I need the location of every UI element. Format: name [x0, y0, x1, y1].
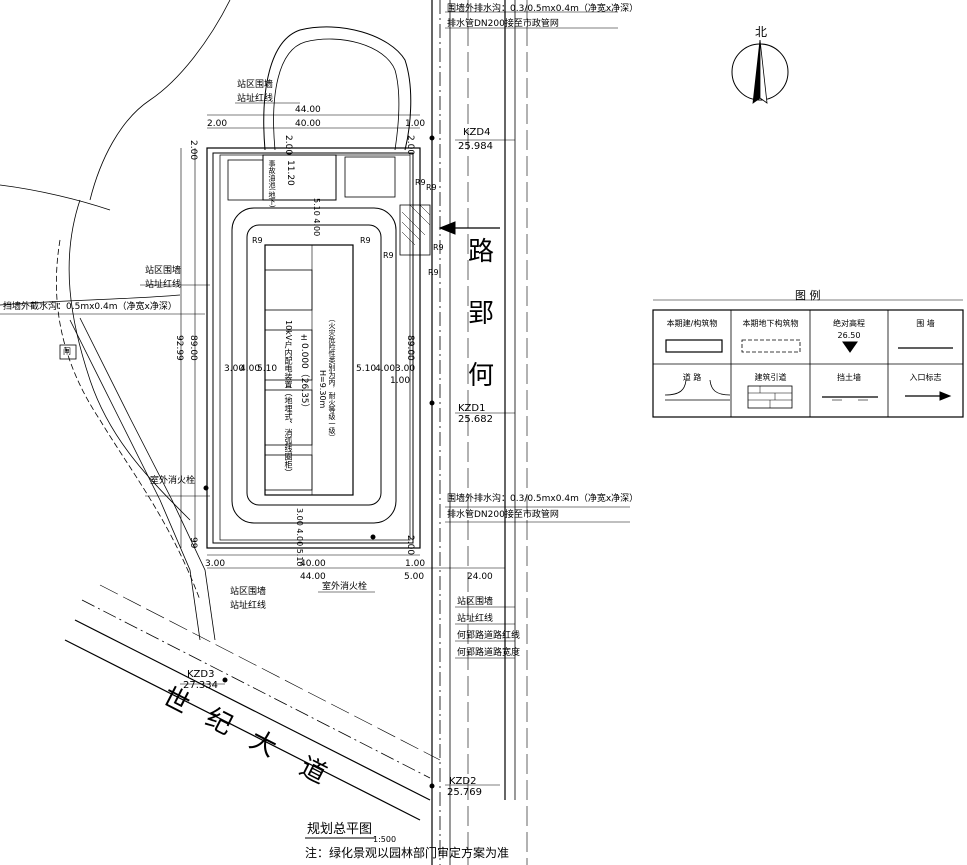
legend-item: 入口标志 [909, 373, 942, 382]
radius-label: R9 [383, 251, 394, 260]
site-wall-label-bottom: 站区围墙 [230, 587, 267, 597]
legend-item: 挡土墙 [837, 373, 861, 382]
radius-label: R9 [428, 268, 439, 277]
dim-right-inner: 89.00 [405, 335, 415, 361]
east-road-char: 郢 [468, 299, 495, 329]
building-fire-note: （火灾危险性类别为丙，耐火等级一级） [328, 315, 336, 441]
dim-inner-1: 3.00 [224, 364, 245, 374]
dim-inner-2: 4.00 [240, 364, 261, 374]
drain-callout-mid-2: 排水管DN200接至市政管网 [447, 510, 559, 520]
site-wall-label-top: 站区围墙 [237, 80, 274, 90]
road-red-label: 何郢路道路红线 [457, 631, 521, 641]
east-road-char: 何 [468, 361, 495, 391]
dim-right-top: 2.00 [405, 135, 415, 156]
hydrant-label-bottom: 室外消火栓 [322, 582, 368, 592]
north-label: 北 [755, 25, 768, 39]
dim-top-inner: 40.00 [295, 119, 321, 129]
dim-building-h: 11.20 [285, 160, 295, 186]
dim-left-outer: 92.99 [174, 335, 184, 361]
oil-pool-label: 事故油池(地下) [268, 160, 276, 208]
dim-bottom-left: 3.00 [205, 559, 226, 569]
dim-top-left: 2.00 [207, 119, 228, 129]
retaining-drain-callout: 挡墙外截水沟：0.5mx0.4m（净宽x净深） [3, 302, 177, 312]
road-width-label: 何郢路道路宽度 [457, 648, 521, 658]
dim-left-inner: 89.00 [188, 335, 198, 361]
dim-inner-4: 5.10 [356, 364, 377, 374]
legend-item: 道 路 [682, 373, 702, 382]
site-wall-label-left: 站区围墙 [145, 266, 182, 276]
drain-callout-mid-1: 围墙外排水沟：0.3/0.5mx0.4m（净宽x净深） [447, 494, 639, 504]
east-road-char: 路 [468, 237, 495, 267]
legend-item: 建筑引道 [754, 373, 787, 382]
road-dims-bottom: 3.00 4.00 5.10 [295, 508, 304, 567]
drawing-scale: 1:500 [373, 835, 397, 844]
legend-elev-sample: 26.50 [837, 331, 861, 340]
dim-bottom-overall: 44.00 [300, 572, 326, 582]
site-wall-label-right: 站区围墙 [457, 597, 494, 607]
dim-inner-5: 4.00 [375, 364, 396, 374]
road-dims-top: 5.10 4.00 [312, 198, 321, 237]
dim-left-top: 2.00 [188, 140, 198, 161]
hydrant-label-left: 室外消火栓 [150, 476, 196, 486]
legend-header: 围 墙 [916, 319, 935, 328]
dim-inner-3: 5.10 [257, 364, 278, 374]
control-point-id: KZD2 [449, 776, 477, 787]
site-red-label-left: 站址红线 [145, 280, 182, 290]
control-point-elev: 25.984 [458, 141, 493, 152]
radius-label: R9 [252, 236, 263, 245]
dim-inner-6: 1.00 [390, 376, 411, 386]
site-red-label-bottom: 站址红线 [230, 601, 267, 611]
dim-building-w: 2.00 [283, 135, 293, 156]
dim-bottom-right-ext: 24.00 [467, 572, 493, 582]
building-height: H=9.30m [318, 370, 327, 409]
dim-right-bottom: 2.00 [405, 535, 415, 556]
control-point-id: KZD3 [187, 669, 215, 680]
drain-callout-top-1: 围墙外排水沟：0.3/0.5mx0.4m（净宽x净深） [447, 4, 639, 14]
radius-label: R9 [433, 243, 444, 252]
control-point-elev: 27.334 [183, 680, 218, 691]
radius-label: R9 [360, 236, 371, 245]
dim-bottom-road: 5.00 [404, 572, 425, 582]
drain-callout-top-2: 排水管DN200接至市政管网 [447, 19, 559, 29]
dim-top-right: 1.00 [405, 119, 426, 129]
control-point-id: KZD4 [463, 127, 491, 138]
radius-label: R9 [426, 183, 437, 192]
control-point-elev: 25.769 [447, 787, 482, 798]
drawing-title: 规划总平图 [307, 822, 373, 837]
site-red-label-right: 站址红线 [457, 614, 494, 624]
legend-header: 绝对高程 [833, 319, 865, 328]
dim-inner-7: 3.00 [395, 364, 416, 374]
drawing-note: 注：绿化景观以园林部门审定方案为准 [305, 846, 510, 860]
dim-bottom-inner: 40.00 [300, 559, 326, 569]
building-name: 10kV户内配电装置（地埋式、消弧线圈柜） [284, 320, 293, 477]
site-red-label-top: 站址红线 [237, 94, 274, 104]
control-point-elev: 25.682 [458, 414, 493, 425]
radius-label: R9 [415, 178, 426, 187]
control-point-id: KZD1 [458, 403, 486, 414]
dim-bottom-right: 1.00 [405, 559, 426, 569]
dim-left-bottom: 99 [188, 537, 198, 549]
building-elevation: ±0.000（26.35） [299, 333, 309, 413]
legend-title: 图 例 [795, 289, 821, 302]
dim-top-overall: 44.00 [295, 105, 321, 115]
legend-header: 本期建/构筑物 [666, 319, 718, 328]
gate-label: 闸 [63, 347, 71, 356]
legend-header: 本期地下构筑物 [742, 319, 799, 328]
